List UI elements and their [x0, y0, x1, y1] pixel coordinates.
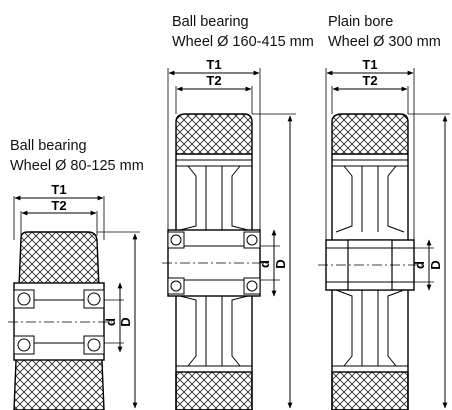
caption-small-wheel: Ball bearing Wheel Ø 80-125 mm	[10, 136, 144, 176]
small-d-label: d	[103, 318, 118, 326]
plain-t1-label: T1	[362, 57, 377, 72]
small-t1-label: T1	[51, 182, 66, 197]
plain-D-label: D	[428, 260, 443, 269]
caption-plain-wheel: Plain bore Wheel Ø 300 mm	[328, 12, 441, 52]
plain-wheel-drawing	[318, 68, 450, 410]
caption-plain-line2: Wheel Ø 300 mm	[328, 34, 441, 50]
large-t1-label: T1	[206, 57, 221, 72]
large-d-label: d	[257, 260, 272, 268]
plain-t2-label: T2	[362, 73, 377, 88]
large-D-label: D	[273, 259, 288, 268]
large-t2-label: T2	[206, 73, 221, 88]
caption-plain-line1: Plain bore	[328, 14, 394, 30]
caption-large-line2: Wheel Ø 160-415 mm	[172, 34, 314, 50]
large-wheel-drawing	[162, 68, 296, 410]
small-wheel-drawing	[8, 195, 140, 410]
small-t2-label: T2	[51, 198, 66, 213]
caption-small-line2: Wheel Ø 80-125 mm	[10, 158, 144, 174]
caption-large-wheel: Ball bearing Wheel Ø 160-415 mm	[172, 12, 314, 52]
small-D-label: D	[118, 317, 133, 326]
plain-d-label: d	[412, 261, 427, 269]
caption-small-line1: Ball bearing	[10, 138, 87, 154]
caption-large-line1: Ball bearing	[172, 14, 249, 30]
